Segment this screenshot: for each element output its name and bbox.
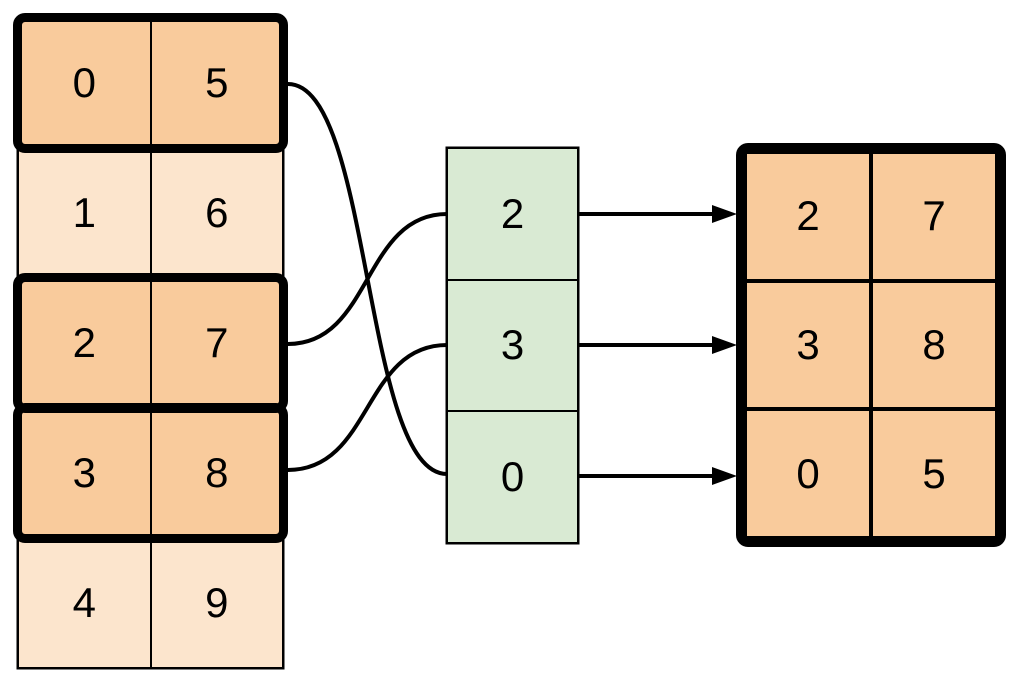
source-cell-r0c1: 5 xyxy=(150,18,283,148)
result-cell-r2c1: 5 xyxy=(871,409,997,538)
arrow-index-2-to-result-row-2 xyxy=(579,467,737,485)
index-cell-0: 2 xyxy=(447,148,578,280)
source-cell-r3c0: 3 xyxy=(18,408,151,538)
arrow-index-1-to-result-row-1 xyxy=(579,336,737,354)
result-cell-r0c1: 7 xyxy=(871,152,997,281)
source-cell-r1c0: 1 xyxy=(18,148,151,278)
arrow-index-0-to-result-row-0 xyxy=(579,205,737,223)
result-cell-r1c1: 8 xyxy=(871,280,997,410)
source-cell-r4c1: 9 xyxy=(150,538,283,668)
result-table: 2 7 3 8 0 5 xyxy=(736,143,1006,547)
source-cell-r0c0: 0 xyxy=(18,18,151,148)
result-cell-r1c0: 3 xyxy=(745,280,871,410)
source-cell-r4c0: 4 xyxy=(18,538,151,668)
curve-source-row-0-to-index-cell-0 xyxy=(287,82,448,476)
source-cell-r3c1: 8 xyxy=(150,408,283,538)
result-cell-r0c0: 2 xyxy=(745,152,871,281)
index-cell-2: 0 xyxy=(447,411,578,543)
index-cell-1: 3 xyxy=(447,279,578,412)
curve-source-row-3-to-index-cell-3 xyxy=(287,343,448,472)
source-cell-r2c1: 7 xyxy=(150,278,283,408)
result-cell-r2c0: 0 xyxy=(745,409,871,538)
source-cell-r1c1: 6 xyxy=(150,148,283,278)
curve-source-row-2-to-index-cell-2 xyxy=(287,212,448,346)
source-cell-r2c0: 2 xyxy=(18,278,151,408)
source-table: 0 5 1 6 2 7 3 8 4 9 xyxy=(18,18,283,668)
index-column: 2 3 0 xyxy=(447,148,578,543)
